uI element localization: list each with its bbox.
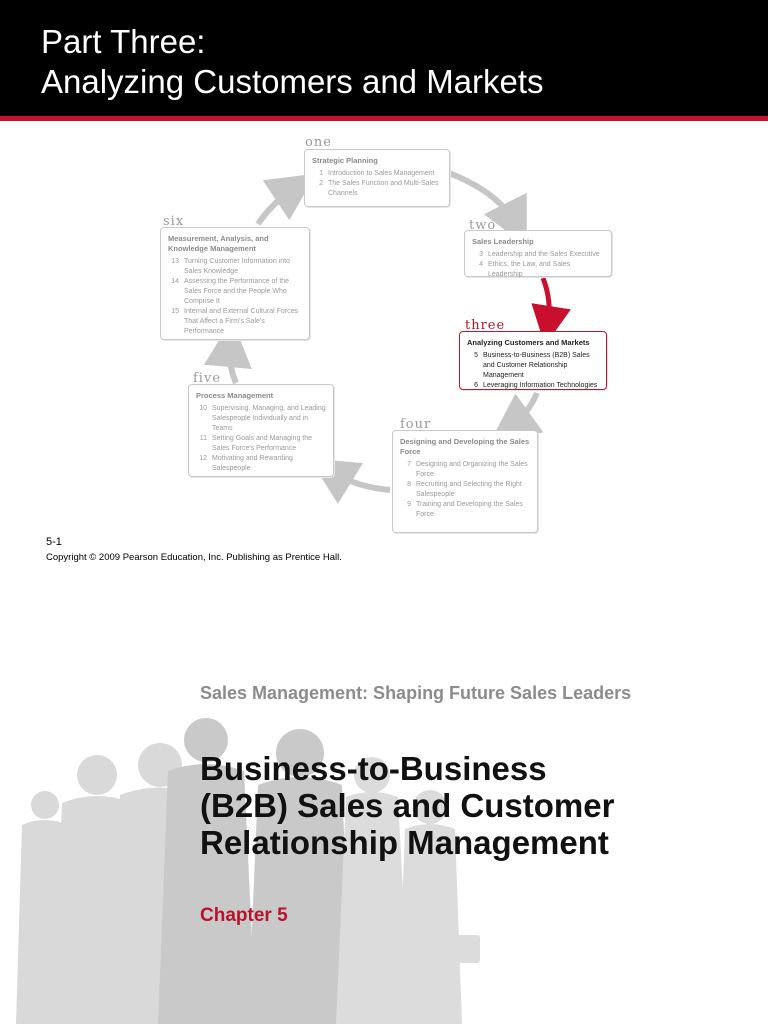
slide-chapter-title: Sales Management: Shaping Future Sales L… (0, 575, 768, 1024)
arrow-one-to-two (447, 170, 527, 247)
arrow-five-to-six (203, 319, 252, 385)
slide-page-number: 5-1 (46, 536, 62, 548)
business-people-silhouette-image (16, 718, 480, 1024)
copyright-notice: Copyright © 2009 Pearson Education, Inc.… (46, 552, 342, 563)
arrow-six-to-one (255, 173, 316, 226)
arrow-four-to-five (309, 458, 391, 505)
cycle-arrows (203, 170, 571, 505)
step-label-four: four (400, 417, 432, 432)
chapter-title-line-3: Relationship Management (200, 824, 609, 861)
slide-title: Part Three: Analyzing Customers and Mark… (41, 22, 544, 102)
step-title: Analyzing Customers and Markets (467, 338, 590, 347)
step-title: Designing and Developing the Sales Force (400, 437, 530, 456)
slide-part-three: Part Three: Analyzing Customers and Mark… (0, 0, 768, 563)
header-accent-line (0, 116, 768, 121)
step-title: Measurement, Analysis, and Knowledge Man… (168, 234, 269, 253)
chapter-title: Business-to-Business (B2B) Sales and Cus… (200, 750, 740, 861)
step-label-two: two (469, 218, 497, 233)
step-label-five: five (193, 371, 222, 386)
slide-title-line-1: Part Three: (41, 23, 206, 60)
step-title: Sales Leadership (472, 237, 534, 246)
chapter-number: Chapter 5 (200, 905, 288, 926)
step-title: Process Management (196, 391, 274, 400)
book-subtitle: Sales Management: Shaping Future Sales L… (200, 683, 632, 703)
step-box-designing-sales-force: Designing and Developing the Sales Force… (392, 430, 538, 533)
arrow-three-to-four (490, 391, 544, 442)
step-label-one: one (305, 135, 332, 150)
slide-title-line-2: Analyzing Customers and Markets (41, 63, 544, 100)
step-label-six: six (163, 214, 185, 229)
step-title: Strategic Planning (312, 156, 378, 165)
step-label-three: three (465, 318, 506, 333)
slide-header-bar: Part Three: Analyzing Customers and Mark… (0, 0, 768, 116)
chapter-title-line-1: Business-to-Business (200, 750, 547, 787)
chapter-title-line-2: (B2B) Sales and Customer (200, 787, 615, 824)
arrow-two-to-three (531, 277, 571, 346)
step-box-measurement-analysis: Measurement, Analysis, and Knowledge Man… (160, 227, 310, 340)
